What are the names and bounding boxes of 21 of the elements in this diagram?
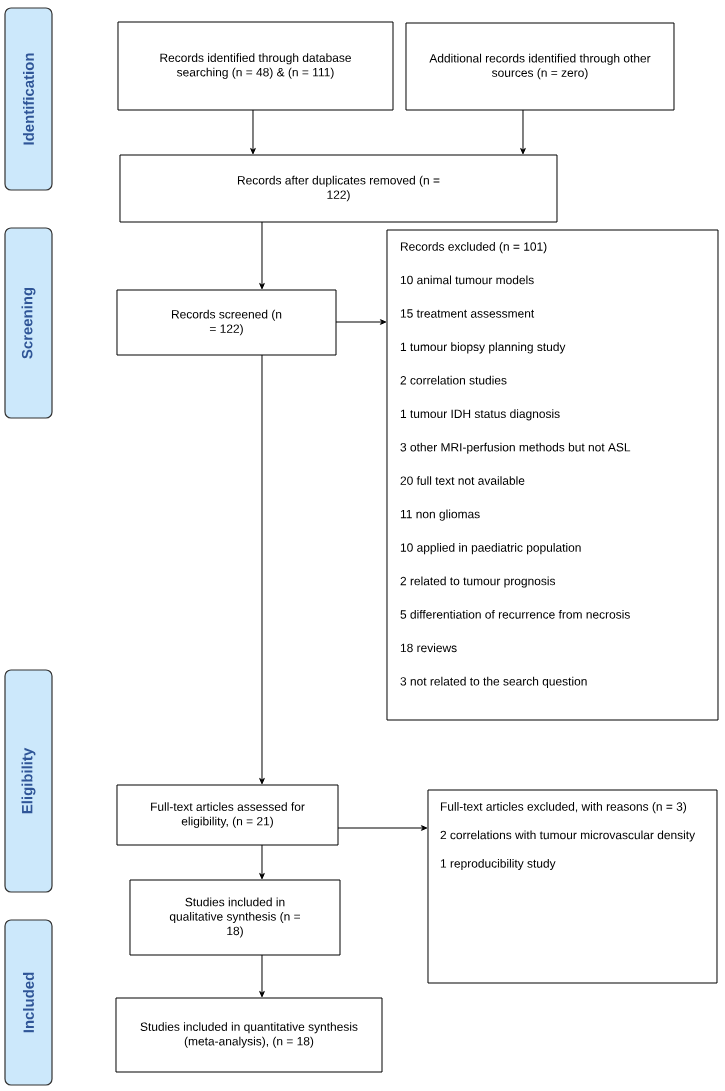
arrow <box>259 844 265 880</box>
process-box: Records after duplicates removed (n = 122) <box>119 154 558 223</box>
process-box: Additional records identified through other sources (n = zero) <box>405 22 675 111</box>
process-box: Records screened (n = 122) <box>116 289 337 356</box>
process-box: Full-text articles assessed for eligibility, (n = 21) <box>116 784 339 846</box>
exclusion-box: Records excluded (n = 101) 10 animal tumour models 15 treatment assessment 1 tumour biopsy planning study 2 correlation studies 1 tumour IDH status diagnosis 3 other MRI-perfusion methods but not ASL 20 full text not available 11 non gliomas 10 applied in paediatric population 2 related to tumour prognosis 5 differentiation of recurrence from necrosis 18 reviews 3 not related to the search question <box>386 229 719 721</box>
arrow <box>259 221 265 290</box>
exclusion-box: Full-text articles excluded, with reasons (n = 3) 2 correlations with tumour microvascular density 1 reproducibility study <box>427 789 718 984</box>
stage-band: Included <box>4 919 53 1086</box>
arrow <box>250 109 256 155</box>
process-box: Studies included in quantitative synthesis (meta-analysis), (n = 18) <box>115 997 383 1073</box>
arrow <box>520 109 526 155</box>
stage-band: Screening <box>4 227 53 419</box>
arrow <box>259 354 265 785</box>
stage-band: Eligibility <box>4 669 53 893</box>
arrow <box>337 825 428 831</box>
process-box: Studies included in qualitative synthesis (n = 18) <box>129 879 341 956</box>
stage-band: Identification <box>4 7 53 191</box>
process-box: Records identified through database searching (n = 48) & (n = 111) <box>117 21 394 111</box>
arrow <box>259 954 265 998</box>
arrow <box>335 319 387 325</box>
